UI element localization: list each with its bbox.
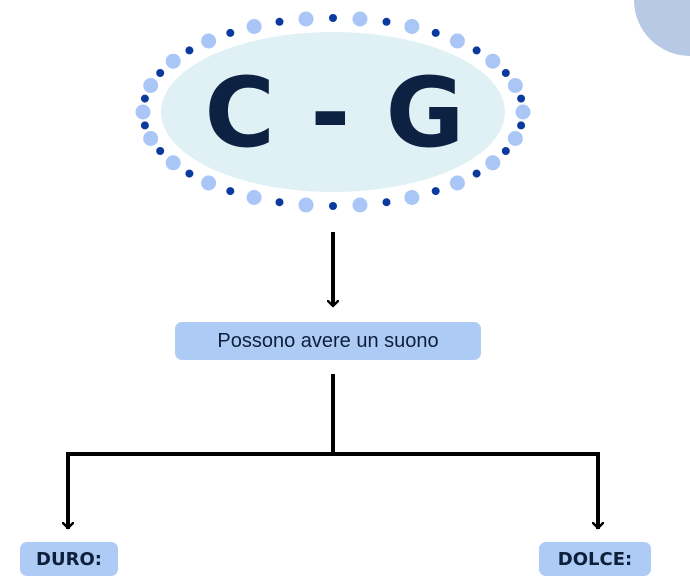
ring-dot: [449, 175, 465, 191]
ring-dot: [507, 78, 523, 93]
middle-node: Possono avere un suono: [175, 322, 481, 360]
ring-dot: [156, 147, 165, 155]
ring-dot: [298, 11, 314, 27]
ring-dot: [431, 187, 440, 196]
ring-dot: [140, 121, 149, 130]
ring-dot: [515, 104, 531, 120]
ring-dot: [352, 197, 368, 213]
ring-dot: [517, 121, 526, 130]
ring-dot: [507, 131, 523, 146]
ring-dot: [382, 198, 391, 207]
ring-dot: [226, 187, 235, 196]
ring-dot: [275, 17, 284, 26]
ring-dot: [165, 155, 181, 171]
ring-dot: [275, 198, 284, 207]
ring-dot: [472, 46, 481, 55]
ring-dot: [501, 147, 510, 155]
ring-dot: [165, 53, 181, 69]
ring-dot: [485, 53, 501, 69]
ring-dot: [156, 69, 165, 77]
corner-decoration: [634, 0, 690, 56]
ring-dot: [185, 169, 194, 178]
connector-branch: [66, 452, 600, 529]
ring-dot: [329, 14, 337, 22]
ring-dot: [135, 104, 151, 120]
diagram-title: C - G: [204, 57, 466, 169]
ring-dot: [226, 28, 235, 37]
dotted-ring: [135, 11, 531, 213]
ring-dot: [517, 94, 526, 103]
ring-dot: [246, 19, 262, 34]
title-ellipse: [161, 32, 505, 192]
ring-dot: [140, 94, 149, 103]
ring-dot: [404, 190, 420, 205]
leaf-node-duro: DURO:: [20, 542, 118, 576]
ring-dot: [449, 33, 465, 49]
ring-dot: [185, 46, 194, 55]
ring-dot: [143, 78, 159, 93]
leaf-node-dolce: DOLCE:: [539, 542, 651, 576]
ring-dot: [201, 175, 217, 191]
ring-dot: [501, 69, 510, 77]
ring-dot: [485, 155, 501, 171]
ring-dot: [472, 169, 481, 178]
ring-dot: [201, 33, 217, 49]
ring-dot: [298, 197, 314, 213]
ring-dot: [352, 11, 368, 27]
ring-dot: [329, 202, 337, 210]
ring-dot: [382, 17, 391, 26]
ring-dot: [246, 190, 262, 205]
ring-dot: [143, 131, 159, 146]
ring-dot: [431, 28, 440, 37]
ring-dot: [404, 19, 420, 34]
